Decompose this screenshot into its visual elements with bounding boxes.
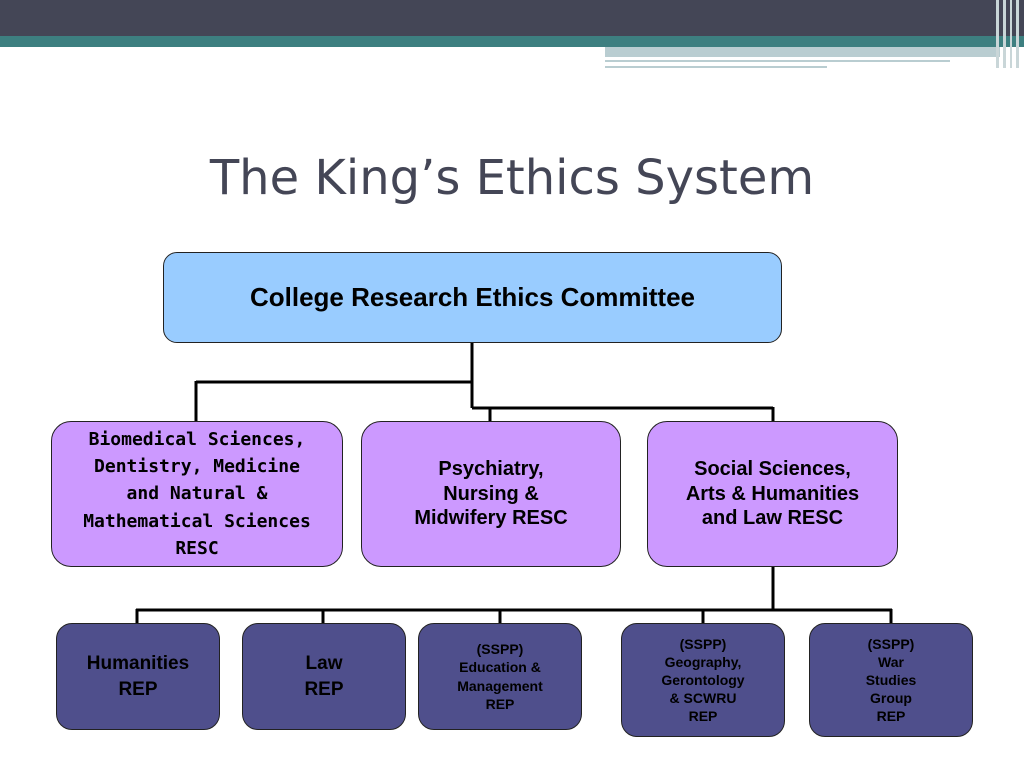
header-vertical-stripe — [996, 0, 999, 68]
header-vertical-stripe — [1010, 0, 1012, 68]
node-label: Humanities REP — [86, 652, 190, 700]
node-label: Biomedical Sciences, Dentistry, Medicine… — [83, 428, 311, 560]
node-label: College Research Ethics Committee — [249, 281, 696, 312]
humanities-rep-box: Humanities REP — [56, 623, 220, 730]
header-vertical-stripe — [1003, 0, 1006, 68]
node-label: Law REP — [304, 652, 344, 700]
college-research-ethics-committee-box: College Research Ethics Committee — [163, 252, 782, 343]
node-label: (SSPP) War Studies Group REP — [865, 635, 917, 725]
header-thin-line — [605, 66, 827, 68]
header-vertical-stripe — [1016, 0, 1019, 68]
geography-gerontology-rep-box: (SSPP) Geography, Gerontology & SCWRU RE… — [621, 623, 785, 737]
node-label: Psychiatry, Nursing & Midwifery RESC — [414, 458, 568, 530]
slide-title: The King’s Ethics System — [209, 150, 815, 206]
biomedical-resc-box: Biomedical Sciences, Dentistry, Medicine… — [51, 421, 343, 567]
header-pale-band — [605, 47, 1000, 57]
node-label: Social Sciences, Arts & Humanities and L… — [685, 458, 860, 530]
node-label: (SSPP) Education & Management REP — [457, 641, 543, 712]
node-label: (SSPP) Geography, Gerontology & SCWRU RE… — [661, 635, 745, 725]
law-rep-box: Law REP — [242, 623, 406, 730]
header-teal-band — [0, 36, 1024, 47]
social-sciences-resc-box: Social Sciences, Arts & Humanities and L… — [647, 421, 898, 567]
psychiatry-resc-box: Psychiatry, Nursing & Midwifery RESC — [361, 421, 621, 567]
header-dark-band — [0, 0, 1024, 36]
war-studies-rep-box: (SSPP) War Studies Group REP — [809, 623, 973, 737]
header-thin-line — [605, 60, 950, 62]
education-management-rep-box: (SSPP) Education & Management REP — [418, 623, 582, 730]
